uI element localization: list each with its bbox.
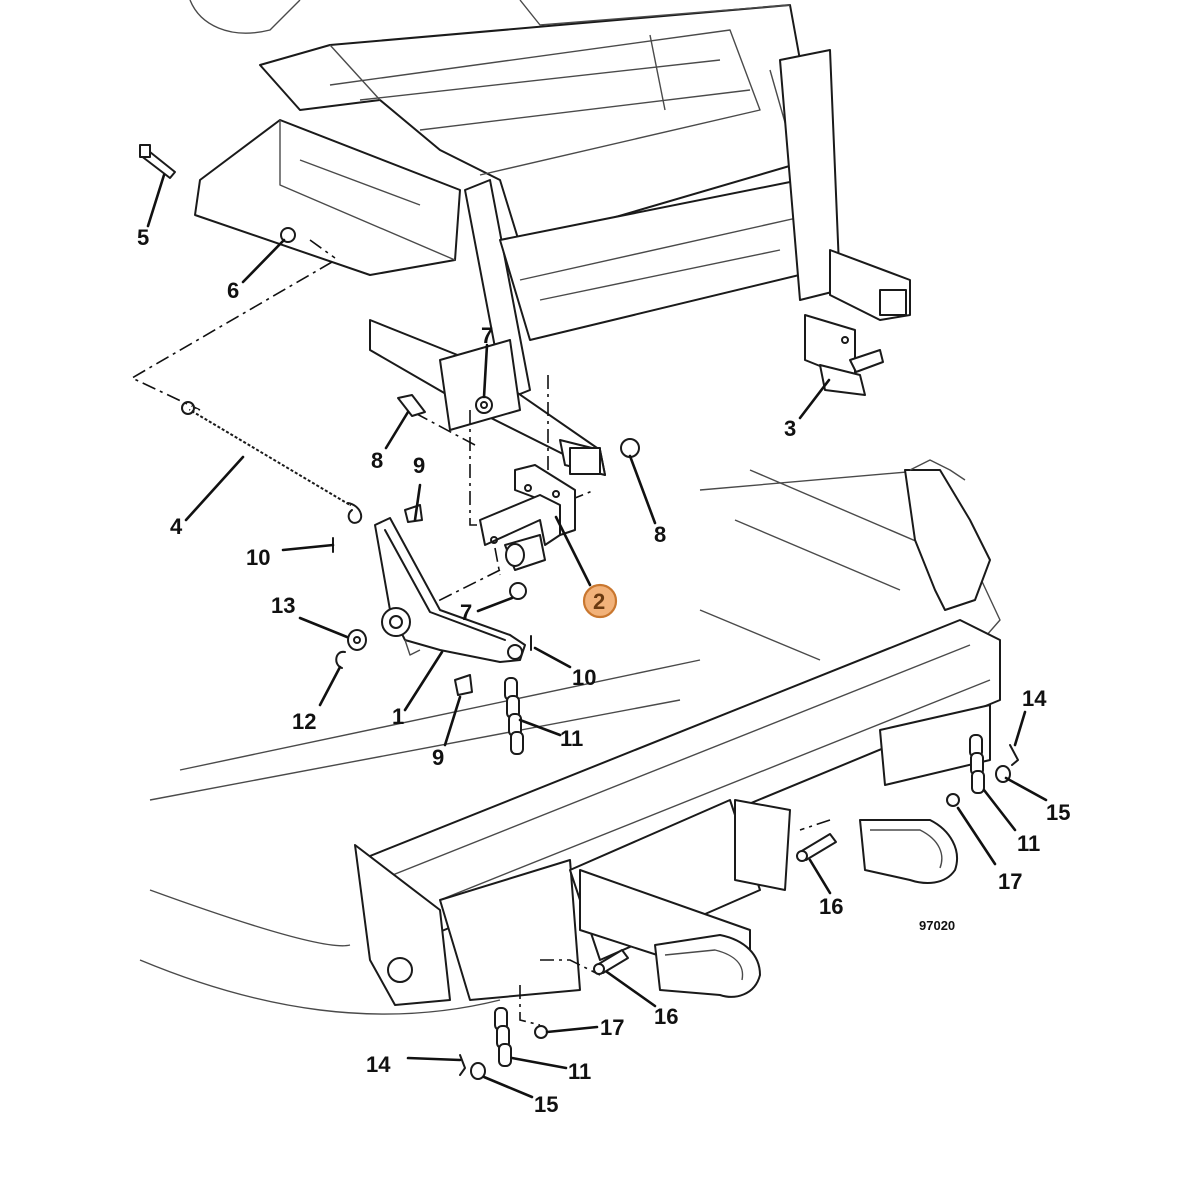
callout-14-bottom: 14: [366, 1052, 391, 1077]
callout-17-right: 17: [998, 869, 1022, 894]
callout-15-right: 15: [1046, 800, 1070, 825]
bracket-part-3: [804, 314, 884, 396]
callout-8-left: 8: [371, 448, 383, 473]
callout-4: 4: [170, 514, 183, 539]
callout-6: 6: [227, 278, 239, 303]
lift-arm-part-1: [374, 517, 526, 663]
hardware-items: [139, 144, 640, 696]
chain-middle: [504, 677, 524, 755]
callout-leaders: [146, 173, 1048, 1099]
figure-id: 97020: [919, 918, 955, 933]
callout-11-bottom: 11: [568, 1059, 591, 1084]
callout-3: 3: [784, 416, 796, 441]
callout-16-right: 16: [819, 894, 843, 919]
callout-1: 1: [392, 704, 404, 729]
callout-7-top: 7: [481, 323, 493, 348]
extension-spring-part-4: [181, 401, 363, 524]
callout-10-right: 10: [572, 665, 596, 690]
callout-15-bottom: 15: [534, 1092, 558, 1117]
callout-11-right: 11: [1017, 831, 1040, 856]
chain-items-part-11: [494, 677, 985, 1067]
chain-bottom: [494, 1007, 512, 1067]
callout-16-bottom: 16: [654, 1004, 678, 1029]
callout-13: 13: [271, 593, 295, 618]
callout-labels: 5 6 7 8 9 4 10 8 3 2 7 13 12 1 10 9 11 1…: [137, 225, 1070, 1117]
callout-10-left: 10: [246, 545, 270, 570]
callout-12: 12: [292, 709, 316, 734]
callout-5: 5: [137, 225, 149, 250]
pivot-bracket-part-2: [479, 464, 576, 571]
callout-8-right: 8: [654, 522, 666, 547]
callout-17-bottom: 17: [600, 1015, 624, 1040]
callout-11-middle: 11: [560, 726, 583, 751]
highlight-marker-part-2[interactable]: [582, 583, 618, 619]
chain-right: [969, 734, 985, 794]
lower-hardware: [459, 744, 1019, 1080]
callout-9-top: 9: [413, 453, 425, 478]
callout-14-right: 14: [1022, 686, 1047, 711]
callout-2: 2: [593, 589, 605, 614]
callout-9-lower: 9: [432, 745, 444, 770]
callout-7-lower: 7: [460, 600, 472, 625]
